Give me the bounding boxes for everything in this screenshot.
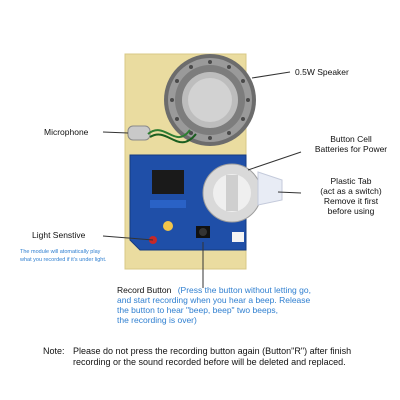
record-button-desc-line-4: the recording is over) [117, 315, 197, 325]
label-plastic-tab-line-3: Remove it first [323, 196, 379, 206]
record-button-desc-line-1: (Press the button without letting go, [177, 285, 311, 295]
label-plastic-tab: Plastic Tab (act as a switch) Remove it … [306, 176, 396, 216]
label-battery-line-1: Button Cell [330, 134, 372, 144]
light-note-line-2: what you recorded if it’s under light. [20, 257, 107, 263]
pointer-speaker [251, 71, 291, 79]
label-plastic-tab-line-4: before using [327, 206, 375, 216]
pointer-microphone [102, 131, 129, 134]
note-line-2: recording or the sound recorded before w… [73, 357, 346, 367]
label-battery-line-2: Batteries for Power [314, 144, 388, 154]
label-plastic-tab-line-1: Plastic Tab [330, 176, 372, 186]
record-button-title: Record Button [117, 285, 172, 295]
battery-icon [202, 163, 262, 223]
pointer-battery [247, 151, 302, 171]
record-button-callout: Record Button (Press the button without … [117, 285, 397, 325]
note-label: Note: [43, 346, 65, 356]
speaker-icon [164, 54, 256, 146]
record-button-desc-line-2: and start recording when you hear a beep… [117, 295, 311, 305]
light-note: The module will atomatically play what y… [20, 248, 145, 264]
label-speaker: 0.5W Speaker [295, 67, 349, 77]
note-line-1: Please do not press the recording button… [73, 346, 352, 356]
label-plastic-tab-line-2: (act as a switch) [320, 186, 382, 196]
label-microphone: Microphone [44, 127, 89, 137]
microphone-icon [127, 125, 197, 144]
label-battery: Button Cell Batteries for Power [306, 134, 396, 154]
note-block: Note: Please do not press the recording … [43, 346, 393, 368]
record-button-desc-line-3: the button to hear "beep, beep" two beep… [117, 305, 279, 315]
pointer-light [102, 235, 154, 241]
label-light-sensitive: Light Senstive [32, 230, 86, 240]
pointer-plastic-tab [277, 191, 302, 194]
plastic-tab-icon [257, 171, 283, 206]
light-note-line-1: The module will atomatically play [20, 249, 101, 255]
